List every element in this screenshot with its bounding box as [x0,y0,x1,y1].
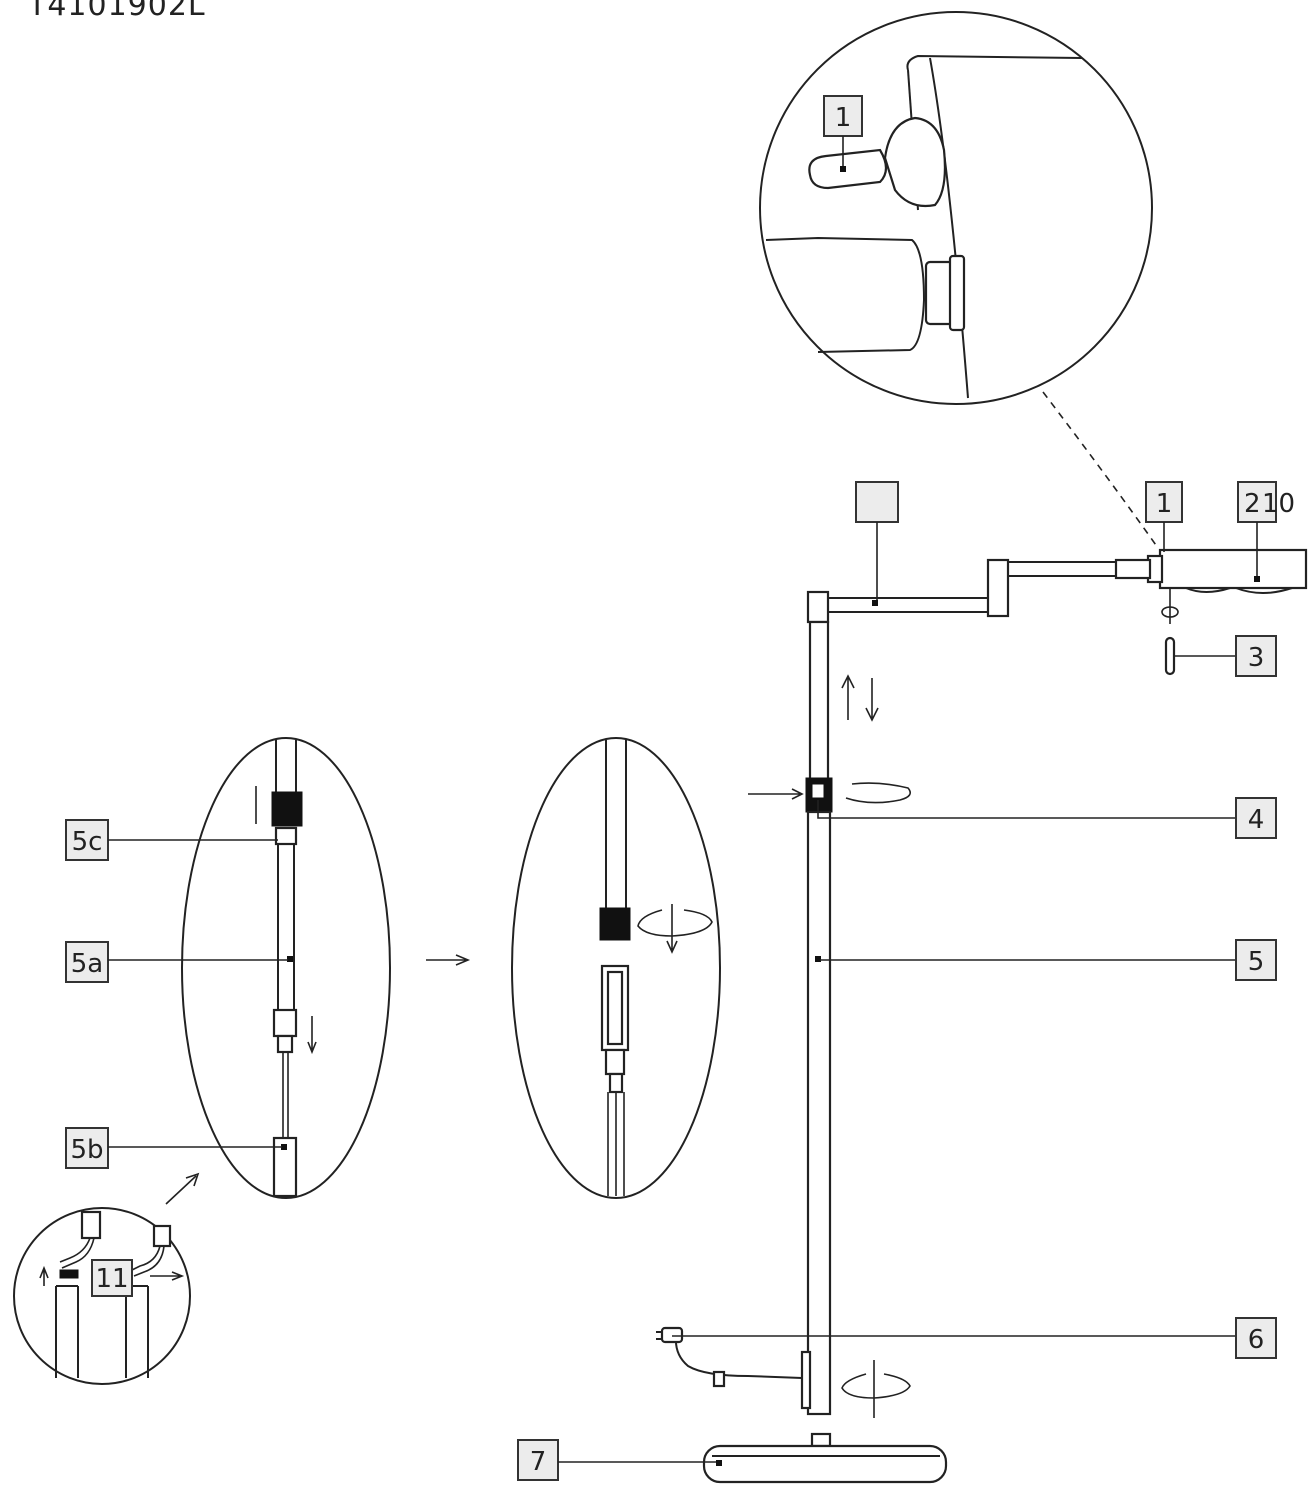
svg-text:5b: 5b [70,1135,103,1165]
label-5: 5 [820,939,1277,981]
label-5a: 5a [65,941,288,983]
zoom-connector [1042,391,1159,549]
svg-text:5c: 5c [72,827,103,857]
svg-text:5a: 5a [71,949,103,979]
base-assembly [656,1326,948,1484]
svg-text:2: 2 [1244,489,1261,519]
label-6: 6 [672,1317,1277,1359]
arrow-from-small [165,1172,200,1205]
label-5c: 5c [65,819,278,861]
zoom-detail-bottom-left [13,1207,191,1385]
label-1: 1 [1145,481,1183,552]
label-7: 7 [517,1439,716,1481]
lamp-head-assembly [806,548,1308,676]
label-210: 2 10 [1237,481,1295,576]
svg-text:5: 5 [1248,947,1265,977]
label-4: 4 [817,797,1277,839]
zoom-detail-left [181,737,391,1199]
svg-text:4: 4 [1248,805,1265,835]
svg-text:6: 6 [1248,1325,1265,1355]
document-code: T4101902L [28,0,206,23]
zoom-detail-top: 1 [759,11,1153,405]
svg-text:1: 1 [1156,489,1173,519]
arrow-to-middle [426,954,471,966]
label-1-zoom: 1 [835,103,852,133]
svg-text:11: 11 [95,1264,128,1294]
label-blank [855,481,899,600]
main-pole [748,620,911,1416]
label-5b: 5b [65,1127,282,1169]
zoom-detail-middle [511,737,721,1199]
svg-text:7: 7 [530,1447,547,1477]
svg-text:3: 3 [1248,643,1265,673]
label-3: 3 [1174,635,1277,677]
label-11: 11 [91,1259,133,1297]
svg-text:10: 10 [1262,489,1295,519]
